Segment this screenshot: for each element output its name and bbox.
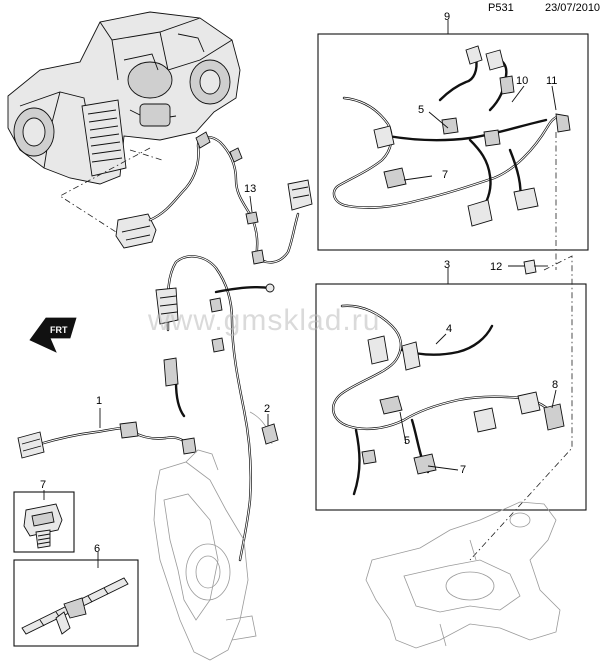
cable-tie-inset-box xyxy=(13,559,139,647)
callout-leaders xyxy=(43,20,557,568)
callout-11: 11 xyxy=(546,75,557,87)
front-direction-marker: FRT xyxy=(29,317,77,353)
callout-5-upper: 5 xyxy=(418,104,424,116)
callout-1: 1 xyxy=(96,395,102,407)
callout-3: 3 xyxy=(444,259,450,271)
callout-8: 8 xyxy=(552,379,558,391)
callout-13: 13 xyxy=(244,183,256,195)
clip-part-7 xyxy=(23,503,63,549)
diagram-date: 23/07/2010 xyxy=(545,2,600,14)
bolt-12 xyxy=(523,259,548,275)
watermark: www.gmsklad.ru xyxy=(147,304,380,337)
callout-4: 4 xyxy=(446,323,452,335)
harness-13 xyxy=(148,131,313,265)
frt-label: FRT xyxy=(50,325,68,335)
rear-differential-assembly xyxy=(7,11,241,185)
diagram-code: P531 xyxy=(488,2,514,14)
callout-10: 10 xyxy=(516,75,528,87)
harness-1 xyxy=(17,421,197,459)
leader-line xyxy=(129,149,163,161)
detail-box-3 xyxy=(315,283,587,511)
callout-7-inset: 7 xyxy=(40,479,46,491)
front-knuckle xyxy=(153,449,257,661)
harness-4 xyxy=(332,304,565,496)
harness-connector xyxy=(115,213,157,249)
detail-box-9 xyxy=(317,33,589,251)
callout-7-upper: 7 xyxy=(442,169,448,181)
callout-7-lower: 7 xyxy=(460,464,466,476)
callout-6: 6 xyxy=(94,543,100,555)
callout-2: 2 xyxy=(264,403,270,415)
callout-12: 12 xyxy=(490,261,502,273)
harness-2 xyxy=(155,255,279,562)
callout-9: 9 xyxy=(444,11,450,23)
leader-line xyxy=(469,255,573,561)
rear-knuckle xyxy=(365,501,561,649)
cable-tie-part-6 xyxy=(21,577,129,635)
harness-10 xyxy=(332,45,571,227)
callout-5-lower: 5 xyxy=(404,435,410,447)
